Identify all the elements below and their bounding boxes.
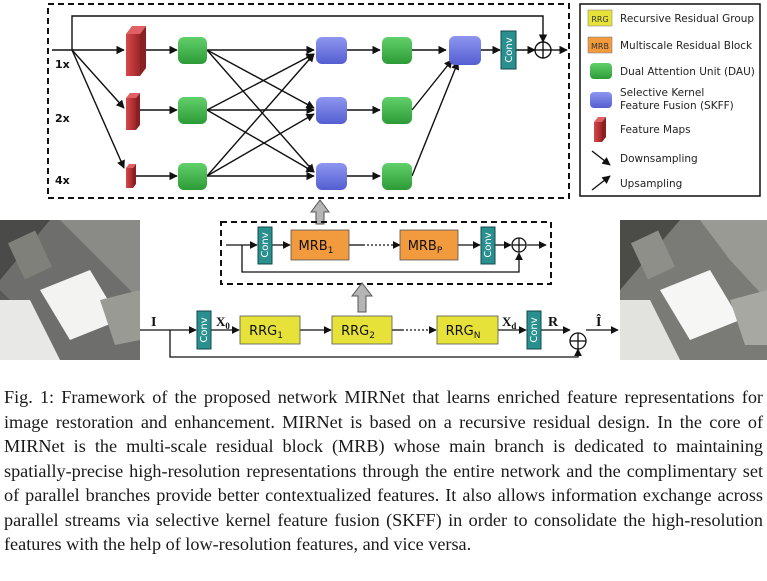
skff-block [316,163,347,190]
legend-downsampling-arrow [591,150,611,166]
scale-label-1x: 1x [55,58,70,71]
legend-dau-swatch [590,63,612,79]
dau-block [178,37,207,64]
dau-block [382,37,412,64]
dau-block [382,97,412,124]
mrb-detail-box [47,3,570,199]
legend: RRG Recursive Residual Group MRB Multisc… [587,9,755,191]
dau-block [178,97,207,124]
mrb-1-block [290,229,350,261]
skff-block [316,97,347,124]
legend-feature-map-text: Feature Maps [620,124,691,136]
legend-skff-text-1: Selective Kernel [620,87,704,99]
sum-node [534,41,552,59]
rrg-1-block [239,315,301,345]
conv-block [480,226,496,265]
conv-label: Conv [199,317,210,342]
mrb-p-label: MRBP [408,239,443,256]
legend-feature-map-swatch [594,117,606,142]
legend-rrg-swatch [587,9,613,27]
conv-label: Conv [260,232,271,257]
legend-skff-text-2: Feature Fusion (SKFF) [620,100,734,112]
output-image [620,220,767,360]
conv-block [526,310,542,350]
r-signal-label: R [548,315,559,330]
mrb-wiring [52,15,568,181]
rrg-detail-box [220,221,552,285]
xd-signal-label: Xd [502,314,516,331]
output-signal-label: Î [596,313,601,330]
mirnet-framework-diagram: 1x 2x 4x [0,3,767,360]
scale-label-4x: 4x [55,174,70,187]
legend-rrg-text: Recursive Residual Group [620,13,754,25]
legend-downsampling-text: Downsampling [620,153,698,165]
legend-mrb-swatch [587,36,613,54]
mrb-1-label: MRB1 [299,239,334,256]
skff-block [449,36,481,65]
rrg-n-block [436,315,499,345]
pipeline-wiring [140,326,619,358]
rrg-2-block [331,315,393,345]
feature-map-1x [126,26,146,76]
input-image [0,220,140,360]
conv-label: Conv [529,317,540,342]
scale-label-2x: 2x [55,112,70,125]
conv-block [196,310,212,350]
sum-node [511,237,527,253]
legend-upsampling-arrow [591,175,611,191]
rrg-n-label: RRGN [446,324,481,341]
input-signal-label: I [151,315,156,330]
rrg-1-label: RRG1 [249,324,283,341]
legend-mrb-text: Multiscale Residual Block [620,40,753,52]
conv-label: Conv [504,37,515,62]
feature-map-2x [126,93,140,130]
legend-rrg-badge: RRG [591,15,608,24]
dau-block [382,163,412,190]
legend-mrb-badge: MRB [591,42,609,51]
conv-label: Conv [483,232,494,257]
expand-arrow-middle [350,282,374,313]
feature-map-4x [126,164,136,188]
mrb-p-block [399,229,459,261]
expand-arrow-top [310,199,330,225]
conv-block [257,226,273,265]
legend-skff-swatch [590,92,612,108]
conv-block [500,30,517,70]
x0-signal-label: X0 [216,314,230,331]
skff-block [316,37,347,64]
rrg-wiring [226,241,547,273]
figure-caption: Fig. 1: Framework of the proposed networ… [4,387,763,554]
legend-upsampling-text: Upsampling [620,178,682,190]
rrg-2-label: RRG2 [341,324,375,341]
dau-block [178,163,207,190]
legend-dau-text: Dual Attention Unit (DAU) [620,66,755,78]
sum-node [569,332,587,350]
